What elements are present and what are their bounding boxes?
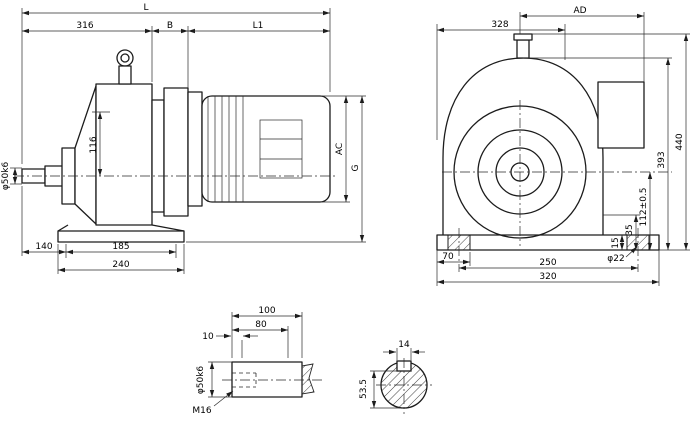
motor-nameplate (259, 119, 303, 179)
dim-label-70: 70 (442, 252, 454, 262)
dim-label-shaft-diameter: φ50k6 (1, 162, 11, 191)
dim-label-250: 250 (539, 258, 556, 268)
dim-label-140: 140 (35, 242, 52, 252)
dim-label-G: G (351, 164, 361, 171)
housing-cone (74, 85, 97, 225)
dim-label-bolt-hole: φ22 (607, 254, 624, 264)
shaft-break-section (301, 363, 315, 395)
vent-plug (516, 39, 530, 59)
dim-label-detail-shaft-diameter: φ50k6 (196, 366, 206, 395)
dim-label-key-depth: 53.5 (359, 379, 369, 399)
dim-label-35: 35 (625, 224, 635, 235)
foot-flare-right (151, 224, 185, 232)
dim-label-116: 116 (89, 136, 99, 153)
housing-dome (442, 57, 604, 235)
terminal-box (597, 81, 645, 149)
motor-body (201, 95, 331, 203)
dim-label-B: B (167, 21, 173, 31)
dim-label-AD: AD (573, 6, 586, 16)
key-section-dimensions: 14 53.5 (359, 340, 425, 409)
eyebolt-stem (118, 65, 132, 85)
vent-plug-cap (513, 33, 533, 41)
dim-label-240: 240 (112, 260, 129, 270)
front-view-dimensions: 328 AD 440 393 112±0.5 35 15 70 250 φ22 … (436, 6, 690, 286)
side-view-dimensions: L 316 B L1 116 φ50k6 AC G 140 185 240 (1, 3, 366, 274)
dim-label-key-width: 14 (398, 340, 410, 350)
key-cross-section: 14 53.5 (359, 340, 432, 414)
mounting-foot (57, 230, 185, 243)
tapped-hole-M16 (232, 372, 257, 388)
dim-label-10: 10 (202, 332, 214, 342)
gear-housing (95, 83, 153, 226)
adapter-flange (163, 87, 189, 217)
shaft-detail-dimensions: 100 80 10 φ50k6 M16 (192, 306, 303, 416)
dim-label-80: 80 (255, 320, 267, 330)
shaft-detail-outline (222, 361, 322, 398)
motor-flange (187, 91, 203, 207)
dim-label-L1: L1 (253, 21, 264, 31)
dim-label-AC: AC (335, 143, 345, 155)
dim-label-185: 185 (112, 242, 129, 252)
housing-step (151, 99, 165, 213)
front-view-outline (436, 33, 672, 272)
dim-label-100: 100 (258, 306, 275, 316)
shaft-body (231, 361, 303, 398)
base-plate (436, 234, 660, 251)
bolt-hole-leader (625, 246, 638, 258)
thread-leader (213, 390, 234, 407)
dim-label-328: 328 (491, 20, 508, 30)
dim-label-15: 15 (611, 237, 621, 248)
foot-flare-left (57, 224, 69, 232)
dim-label-overall-length: L (143, 3, 148, 13)
side-view-outline (14, 49, 338, 243)
dim-label-thread: M16 (192, 406, 211, 416)
cooling-fins (207, 96, 244, 202)
dim-label-320: 320 (539, 272, 556, 282)
side-view: L 316 B L1 116 φ50k6 AC G 140 185 240 (1, 3, 366, 274)
front-view: 328 AD 440 393 112±0.5 35 15 70 250 φ22 … (436, 6, 690, 286)
dim-label-center-height: 112±0.5 (639, 187, 649, 226)
dim-label-316: 316 (76, 21, 93, 31)
shaft-end-detail: 100 80 10 φ50k6 M16 (192, 306, 322, 416)
dim-label-393: 393 (657, 151, 667, 168)
dim-label-440: 440 (675, 133, 685, 150)
